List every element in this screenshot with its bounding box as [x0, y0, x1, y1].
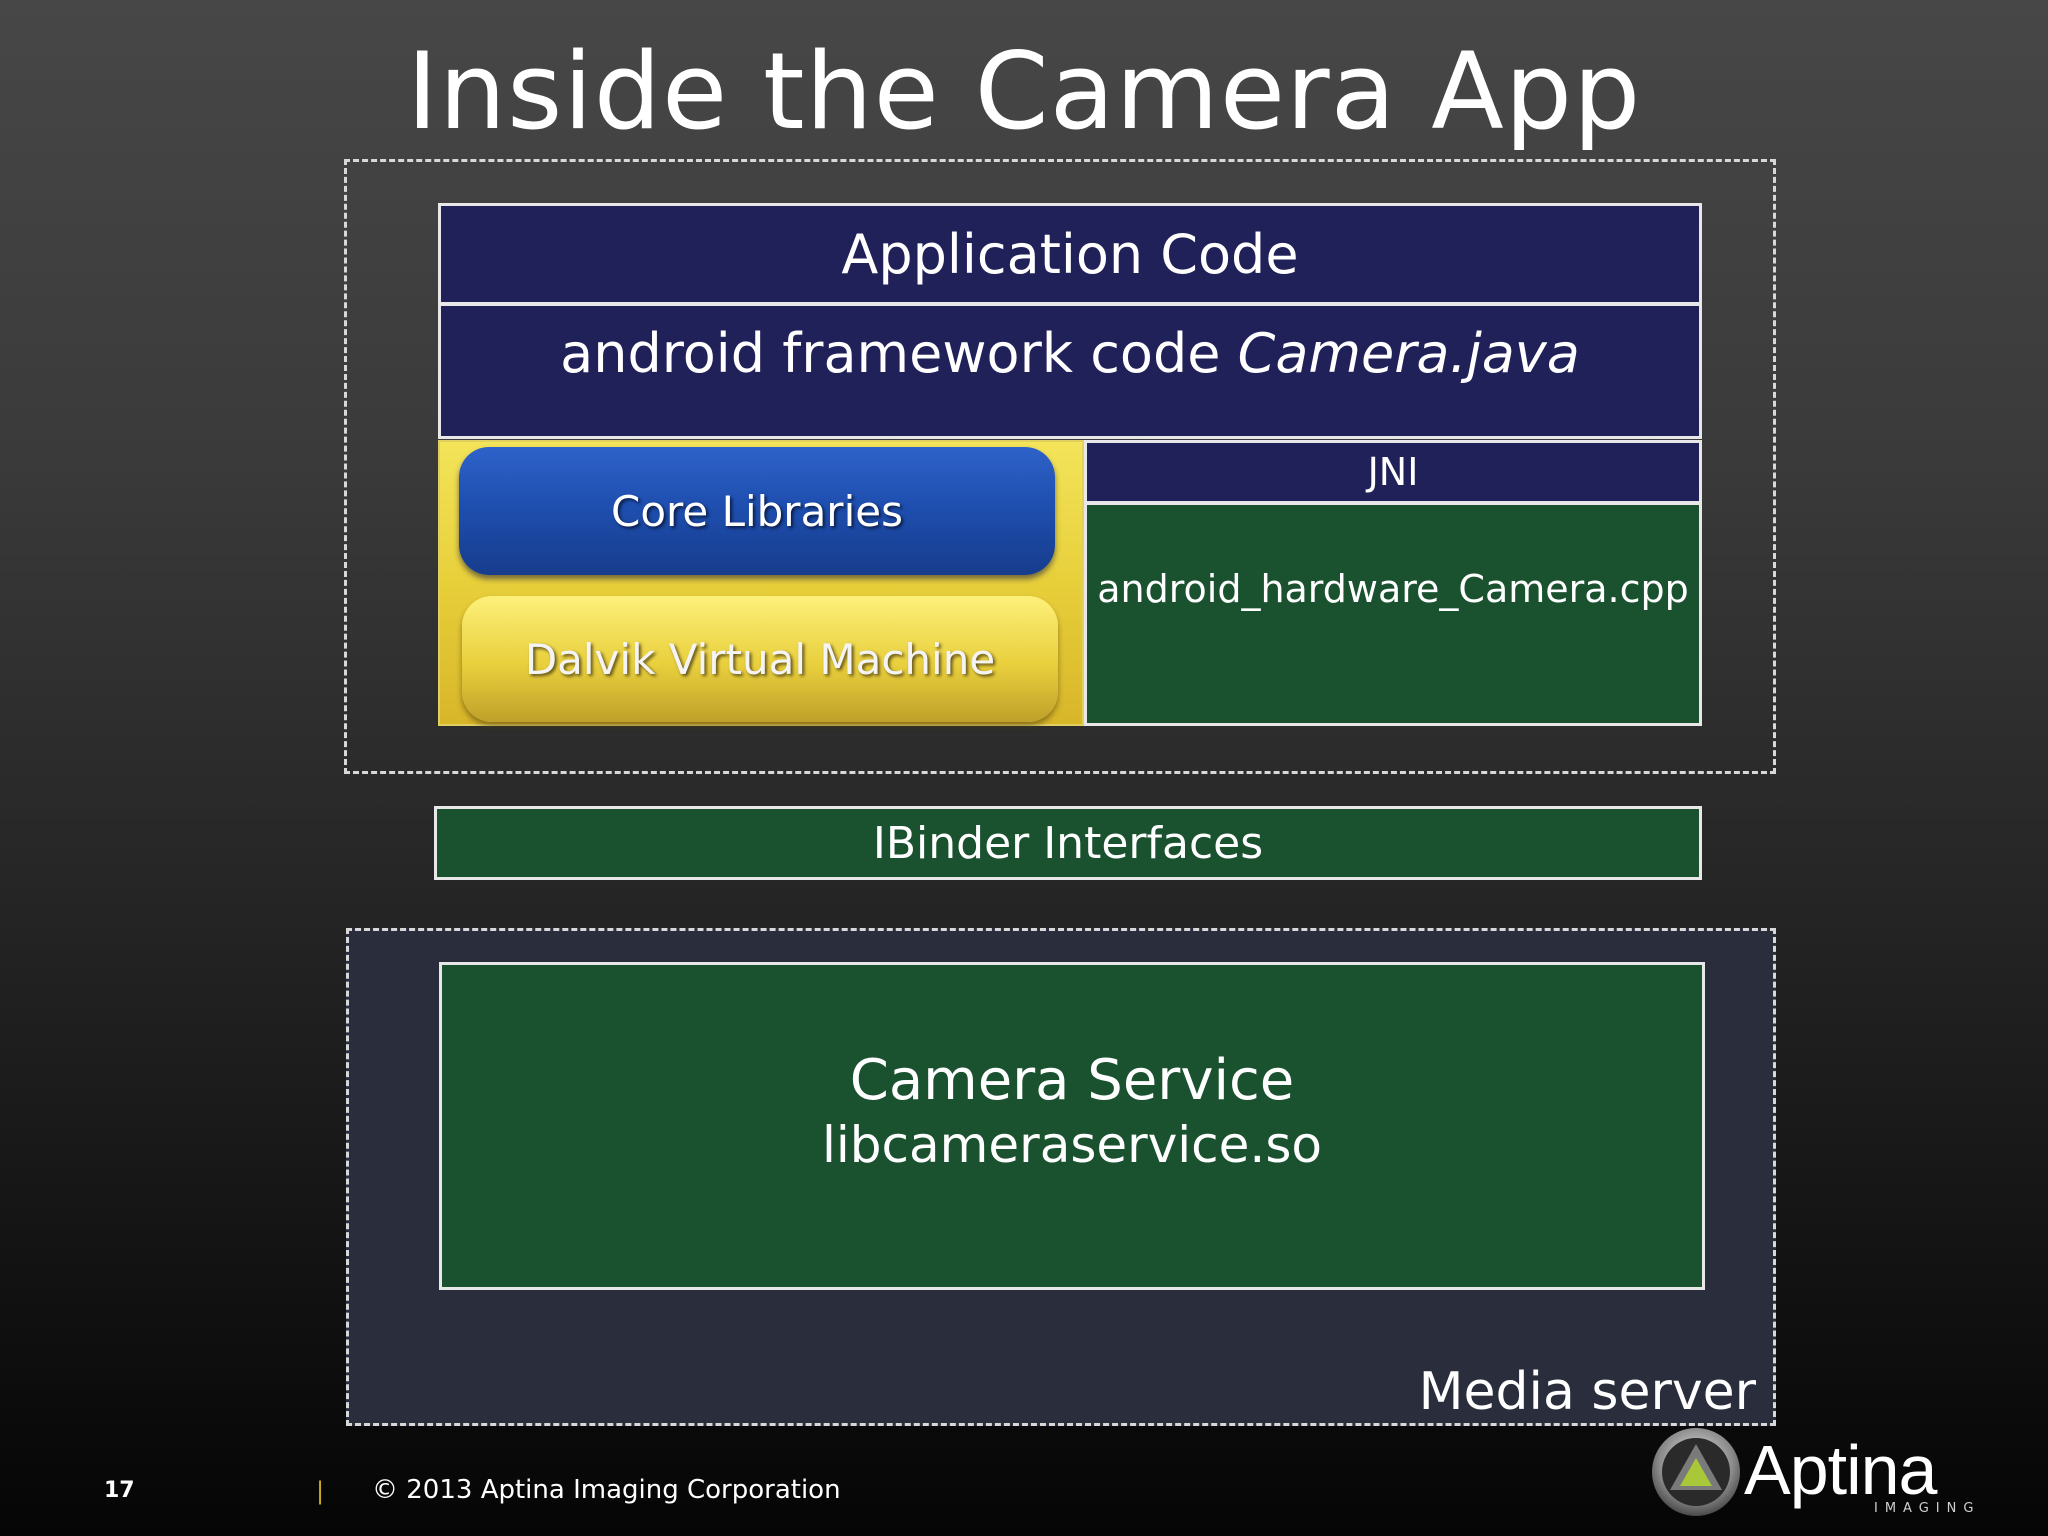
aptina-logo-subtitle: IMAGING [1874, 1501, 1981, 1516]
page-number: 17 [104, 1478, 135, 1503]
aptina-triangle-logo-icon [1648, 1424, 1744, 1524]
footer-copyright: © 2013 Aptina Imaging Corporation [372, 1475, 841, 1505]
dalvik-vm-pill: Dalvik Virtual Machine [462, 596, 1058, 722]
jni-source-label: android_hardware_Camera.cpp [1097, 567, 1689, 611]
camera-service-block: Camera Service libcameraservice.so [439, 962, 1705, 1290]
application-code-label: Application Code [841, 222, 1299, 286]
application-code-block: Application Code [438, 203, 1702, 305]
ibinder-label: IBinder Interfaces [872, 817, 1264, 869]
ibinder-interfaces-block: IBinder Interfaces [434, 806, 1702, 880]
slide-title: Inside the Camera App [406, 30, 1642, 153]
core-libraries-pill: Core Libraries [459, 447, 1055, 575]
jni-block: JNI [1084, 440, 1702, 504]
framework-prefix: android framework code [560, 322, 1238, 385]
media-server-label: Media server [1418, 1362, 1756, 1422]
camera-service-label: Camera Service [849, 1048, 1295, 1113]
aptina-logo-wordmark: Aptina [1744, 1431, 1937, 1509]
jni-source-block: android_hardware_Camera.cpp [1084, 502, 1702, 726]
framework-label: android framework code Camera.java [560, 322, 1580, 385]
jni-label: JNI [1367, 450, 1419, 494]
framework-class-name: Camera.java [1237, 322, 1580, 385]
camera-service-lib-label: libcameraservice.so [822, 1116, 1322, 1174]
core-libraries-label: Core Libraries [611, 486, 903, 536]
dalvik-vm-label: Dalvik Virtual Machine [524, 634, 996, 684]
android-framework-block: android framework code Camera.java [438, 303, 1702, 439]
camera-app-process-boundary [344, 159, 1776, 774]
footer-separator: | [316, 1477, 325, 1505]
